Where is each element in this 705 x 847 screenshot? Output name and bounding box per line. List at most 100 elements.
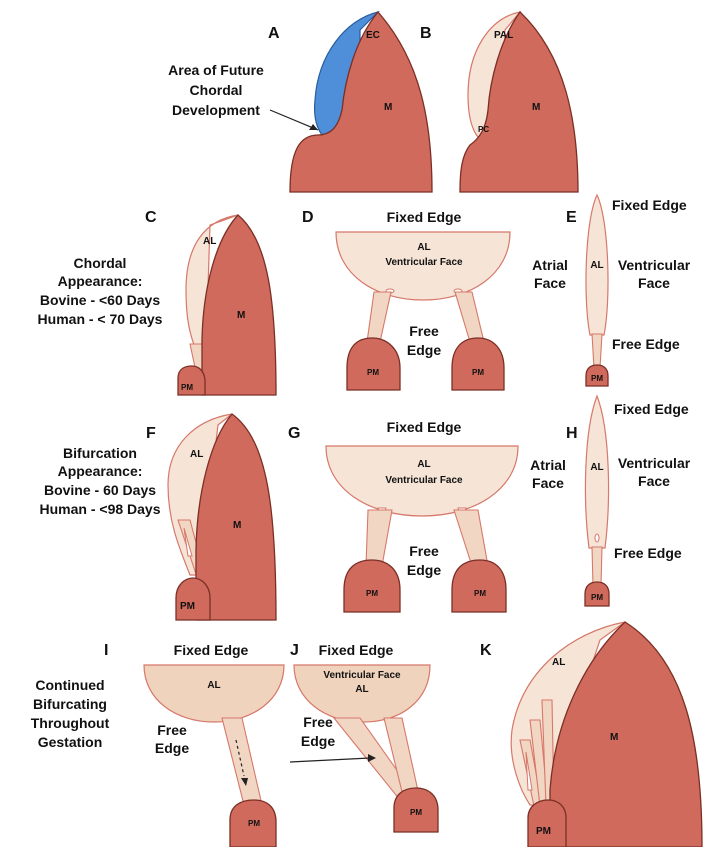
panel-i: I Fixed Edge AL Free Edge PM Continued B… xyxy=(31,642,284,847)
pm-label-d-right: PM xyxy=(472,368,484,377)
pal-label: PAL xyxy=(494,30,513,41)
opening-h xyxy=(595,534,599,542)
face-h-atrial: Face xyxy=(532,475,564,491)
chord-i xyxy=(222,718,262,805)
area-future-line2: Chordal xyxy=(190,82,243,98)
m-label-k: M xyxy=(610,732,618,743)
arrow-line-j xyxy=(290,758,370,762)
al-label-e: AL xyxy=(590,260,603,271)
face-e-atrial: Face xyxy=(534,275,566,291)
free-g: Free xyxy=(409,543,439,559)
area-future-line1: Area of Future xyxy=(168,62,264,78)
panel-label-g: G xyxy=(288,425,300,442)
ventricular-h: Ventricular xyxy=(618,455,691,471)
panel-c: C AL M PM Chordal Appearance: Bovine - <… xyxy=(38,209,276,395)
panel-f: F AL M PM Bifurcation Appearance: Bovine… xyxy=(40,414,277,620)
continued-line4: Gestation xyxy=(38,734,103,750)
area-future-line3: Development xyxy=(172,102,260,118)
panel-j: J Fixed Edge Ventricular Face AL Free Ed… xyxy=(290,642,438,832)
al-label-h: AL xyxy=(590,462,603,473)
bifurcation-line1: Bifurcation xyxy=(63,445,137,461)
pm-label-h: PM xyxy=(591,593,603,602)
bifurcation-line4: Human - <98 Days xyxy=(40,501,161,517)
ventricular-e: Ventricular xyxy=(618,257,691,273)
pm-label-c: PM xyxy=(181,383,193,392)
chord-d-right xyxy=(455,292,484,342)
ec-label: EC xyxy=(366,30,380,41)
edge-d: Edge xyxy=(407,342,441,358)
chordal-line4: Human - < 70 Days xyxy=(38,311,163,327)
panel-k: K AL M PM xyxy=(480,622,702,847)
fixed-edge-g: Fixed Edge xyxy=(387,419,462,435)
chordal-line2: Appearance: xyxy=(58,273,143,289)
panel-h: H Fixed Edge AL Atrial Face Ventricular … xyxy=(530,396,691,606)
panel-label-d: D xyxy=(302,209,314,226)
panel-a: A EC M Area of Future Chordal Developmen… xyxy=(168,12,432,192)
pm-label-i: PM xyxy=(248,819,260,828)
bifurcation-line3: Bovine - 60 Days xyxy=(44,482,156,498)
pm-label-g-right: PM xyxy=(474,589,486,598)
free-d: Free xyxy=(409,323,439,339)
atrial-h: Atrial xyxy=(530,457,566,473)
papillary-muscle-g-left xyxy=(344,560,400,612)
free-edge-e: Free Edge xyxy=(612,336,680,352)
al-label-k: AL xyxy=(552,657,565,668)
al-label-d: AL xyxy=(417,242,430,253)
myocardium-a xyxy=(290,12,432,192)
free-j: Free xyxy=(303,714,333,730)
al-label-c: AL xyxy=(203,236,216,247)
pm-label-k: PM xyxy=(536,826,551,837)
pc-label: PC xyxy=(478,125,489,134)
chord-d-left xyxy=(367,292,391,342)
pm-label-f: PM xyxy=(180,601,195,612)
panel-label-b: B xyxy=(420,25,432,42)
free-i: Free xyxy=(157,722,187,738)
continued-line2: Bifurcating xyxy=(33,696,107,712)
chordal-line1: Chordal xyxy=(74,255,127,271)
face-e-ventricular: Face xyxy=(638,275,670,291)
m-label-f: M xyxy=(233,520,241,531)
panel-d: D Fixed Edge AL Ventricular Face Free Ed… xyxy=(302,209,510,390)
chord-g-left xyxy=(366,510,392,566)
panel-g: G Fixed Edge AL Ventricular Face Free Ed… xyxy=(288,419,518,612)
panel-label-a: A xyxy=(268,25,280,42)
continued-line3: Throughout xyxy=(31,715,110,731)
ventricular-face-j: Ventricular Face xyxy=(323,670,401,681)
al-label-j: AL xyxy=(355,684,368,695)
edge-g: Edge xyxy=(407,562,441,578)
continued-line1: Continued xyxy=(35,677,104,693)
panel-label-f: F xyxy=(146,425,156,442)
papillary-muscle-g-right xyxy=(452,560,506,612)
al-label-i: AL xyxy=(207,680,220,691)
pm-label-j: PM xyxy=(410,808,422,817)
panel-label-h: H xyxy=(566,425,578,442)
ventricular-face-g: Ventricular Face xyxy=(385,475,463,486)
fixed-edge-e: Fixed Edge xyxy=(612,197,687,213)
edge-i: Edge xyxy=(155,740,189,756)
bifurcation-line2: Appearance: xyxy=(58,463,143,479)
free-edge-h: Free Edge xyxy=(614,545,682,561)
ventricular-face-d: Ventricular Face xyxy=(385,257,463,268)
fixed-edge-h: Fixed Edge xyxy=(614,401,689,417)
papillary-muscle-d-right xyxy=(452,338,504,390)
al-label-f: AL xyxy=(190,449,203,460)
chord-h xyxy=(592,547,602,586)
pm-label-g-left: PM xyxy=(366,589,378,598)
panel-label-c: C xyxy=(145,209,157,226)
panel-label-i: I xyxy=(104,642,108,659)
m-label-c: M xyxy=(237,310,245,321)
fixed-edge-j: Fixed Edge xyxy=(319,642,394,658)
papillary-muscle-d-left xyxy=(347,338,400,390)
m-label-b: M xyxy=(532,102,540,113)
chord-e xyxy=(592,334,602,368)
papillary-muscle-f xyxy=(176,578,210,620)
panel-label-j: J xyxy=(290,642,299,659)
papillary-muscle-k xyxy=(528,800,566,847)
m-label-a: M xyxy=(384,102,392,113)
chordal-line3: Bovine - <60 Days xyxy=(40,292,160,308)
fixed-edge-i: Fixed Edge xyxy=(174,642,249,658)
panel-label-e: E xyxy=(566,209,577,226)
pm-label-e: PM xyxy=(591,374,603,383)
panel-label-k: K xyxy=(480,642,492,659)
